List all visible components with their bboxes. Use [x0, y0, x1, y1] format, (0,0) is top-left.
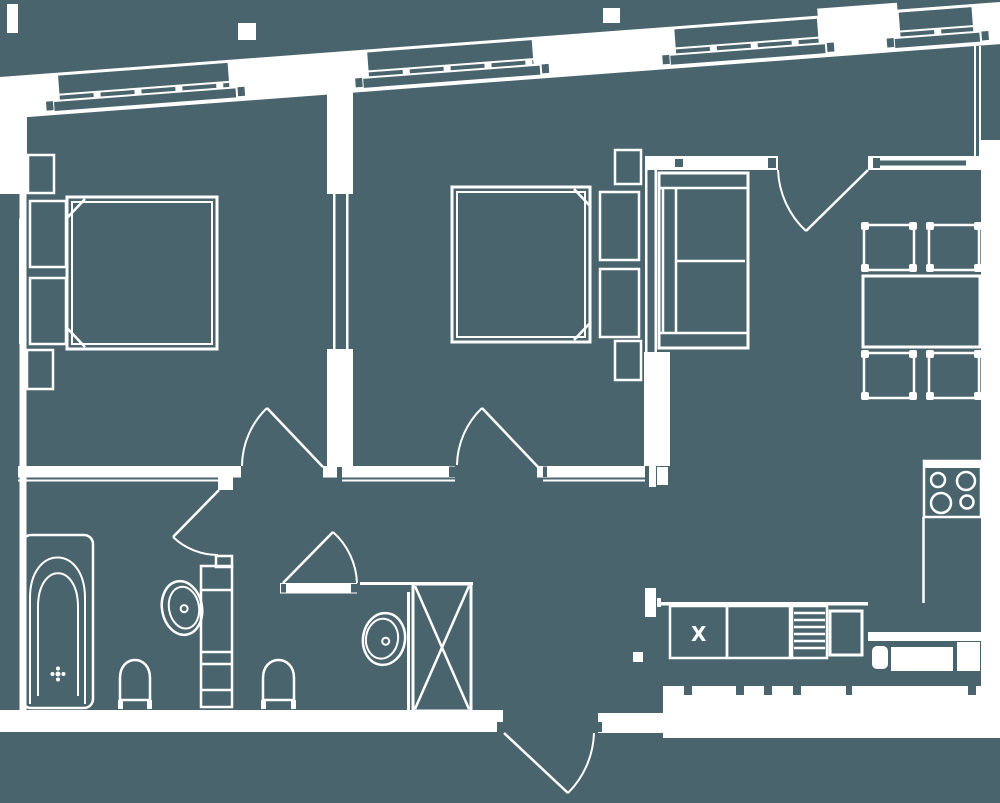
- wall-bathroom2-west: [407, 592, 410, 712]
- hob-icon: [922, 459, 983, 519]
- door-jamb: [218, 477, 233, 490]
- bed-2: [450, 148, 643, 382]
- window-pier-column: [817, 2, 898, 21]
- kitchen: X: [657, 459, 983, 671]
- bathroom-2: [261, 582, 473, 713]
- sheet-fold: [67, 198, 86, 218]
- wall-south-mid: [598, 713, 663, 733]
- mattress: [450, 185, 592, 344]
- wall-south-kitchen: [663, 686, 988, 738]
- dining-table: [861, 274, 982, 349]
- wall-east: [981, 140, 1000, 738]
- wall-bedrooms-lower: [327, 349, 353, 467]
- pillow: [598, 190, 641, 262]
- counter-front: [657, 602, 868, 606]
- exterior-wall-north: [0, 0, 1000, 120]
- door-bathroom-2: [282, 531, 358, 584]
- wall-bedrooms-upper: [327, 92, 353, 194]
- wall-west: [19, 194, 27, 714]
- wall-balcony-left: [645, 156, 778, 170]
- appliance: [957, 642, 980, 671]
- nightstand: [613, 339, 643, 382]
- storage-unit: [199, 554, 234, 709]
- nightstand: [25, 348, 55, 391]
- bed-1: [19, 153, 219, 391]
- pillow: [598, 267, 641, 339]
- nightstand: [26, 153, 56, 195]
- door-bathroom-1: [172, 489, 220, 557]
- door-balcony: [777, 169, 869, 232]
- sink-unit: [828, 609, 864, 657]
- dining-chair: [926, 350, 982, 400]
- wall-south-left: [0, 710, 503, 732]
- dishwasher-icon: [790, 604, 829, 660]
- nightstand: [613, 148, 643, 186]
- sheet-fold: [67, 328, 86, 348]
- pillow: [28, 199, 68, 269]
- window-4: [886, 7, 989, 48]
- tap-icon: [179, 604, 189, 614]
- window-3: [662, 18, 835, 65]
- worktop: [868, 632, 983, 641]
- burner: [929, 471, 947, 489]
- basin-icon: [361, 611, 407, 667]
- walls: [0, 46, 1000, 738]
- wall-living-column: [644, 352, 670, 466]
- sheet-fold: [573, 188, 592, 208]
- mattress: [65, 195, 219, 351]
- dining-chair: [926, 222, 982, 272]
- headboard: [19, 219, 26, 344]
- window-1: [45, 62, 246, 112]
- window-2: [355, 40, 550, 88]
- facade-ledge-mark: [238, 23, 256, 40]
- cabinet: [725, 604, 792, 660]
- burner: [955, 470, 977, 492]
- wall-west-corner: [0, 116, 27, 194]
- dining-chair: [861, 222, 917, 272]
- door-entrance: [503, 732, 595, 794]
- facade-ledge-mark: [603, 8, 620, 23]
- cabinet-marked: X: [668, 604, 729, 660]
- cabinet-x-label: X: [691, 622, 707, 646]
- bathtub-icon: [20, 533, 95, 710]
- appliance: [891, 647, 953, 671]
- sheet-fold: [573, 321, 592, 341]
- wall-bedroom1-south: [18, 466, 241, 478]
- tap-icon: [381, 636, 391, 646]
- toilet-icon: [261, 658, 296, 709]
- burner: [929, 491, 953, 515]
- burner: [959, 494, 975, 510]
- wall-bedroom2-south: [537, 466, 645, 478]
- pillow: [28, 276, 68, 346]
- bathroom-1: [20, 533, 234, 710]
- appliance: [872, 646, 888, 669]
- drain-icon: [50, 666, 66, 682]
- dining-set: [861, 222, 982, 400]
- toilet-icon: [118, 658, 152, 709]
- facade-ledge-mark: [7, 4, 18, 33]
- doors: [172, 169, 869, 794]
- sofa: [657, 171, 750, 350]
- basin-icon: [160, 579, 204, 637]
- dining-chair: [861, 350, 917, 400]
- wall-bathroom2-north: [280, 583, 357, 594]
- door-bedroom-2: [456, 407, 539, 468]
- door-bedroom-1: [241, 407, 324, 468]
- shower-icon: [411, 582, 473, 713]
